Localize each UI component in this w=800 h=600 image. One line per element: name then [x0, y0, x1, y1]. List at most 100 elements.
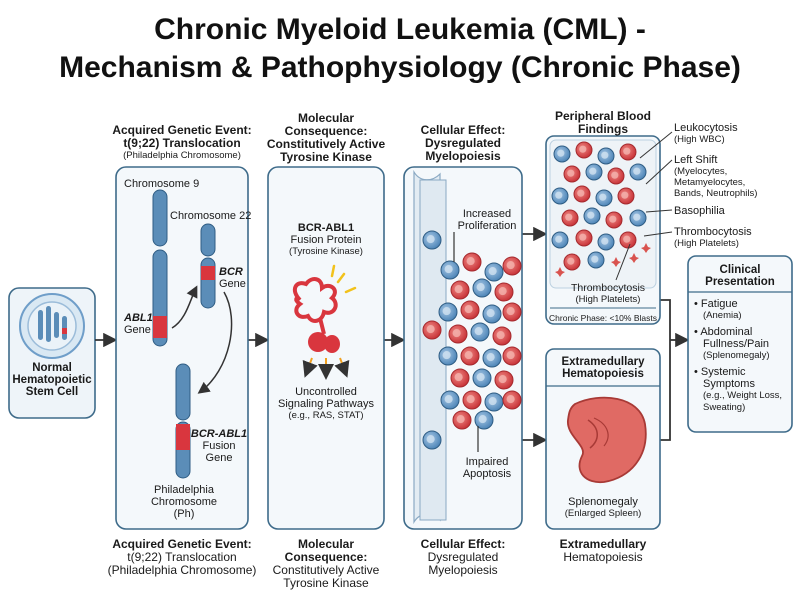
signal-line2: Signaling Pathways	[277, 398, 374, 410]
platelet-icon	[555, 267, 565, 277]
clinical-item-systemic-sub1: (e.g., Weight Loss,	[703, 390, 783, 401]
clinical-item-systemic-2: Symptoms	[703, 378, 755, 390]
cellular-header: Cellular Effect: Dysregulated Myelopoies…	[404, 124, 522, 163]
stem-cell-label-2: Hematopoietic	[12, 374, 92, 386]
extra-header-1: Extramedullary	[561, 356, 645, 368]
spleen-icon	[567, 396, 647, 484]
marrow-cell-nucleus	[496, 331, 505, 340]
signaling-label: Uncontrolled Signaling Pathways (e.g., R…	[268, 386, 384, 421]
finding-pointers	[615, 131, 673, 281]
spleen-label: Splenomegaly (Enlarged Spleen)	[546, 496, 660, 519]
blood-cell-nucleus	[601, 151, 609, 159]
blood-cell-nucleus	[633, 167, 641, 175]
marrow-cell-nucleus	[442, 307, 451, 316]
marrow-cell-nucleus	[488, 397, 497, 406]
clinical-list: • Fatigue (Anemia) • Abdominal Fullness/…	[694, 298, 790, 418]
stem-cell-label-1: Normal	[32, 362, 72, 374]
molecular-header-2: Consequence:	[284, 124, 368, 138]
marrow-cell-nucleus	[464, 305, 473, 314]
extra-footer-2: Hematopoiesis	[563, 550, 643, 564]
marrow-cell-nucleus	[466, 395, 475, 404]
cellular-header-1: Cellular Effect:	[420, 123, 506, 137]
cellular-footer: Cellular Effect: Dysregulated Myelopoies…	[400, 538, 526, 577]
clinical-header-1: Clinical	[719, 264, 761, 276]
finding-leukocytosis: Leukocytosis (High WBC)	[674, 122, 798, 145]
marrow-cell-nucleus	[476, 373, 485, 382]
bcr-gene-text: Gene	[219, 278, 246, 290]
blood-cell-nucleus	[611, 171, 619, 179]
bcr-label: BCR Gene	[219, 266, 246, 290]
marrow-cell-nucleus	[506, 395, 515, 404]
blood-cell-nucleus	[587, 211, 595, 219]
finding-left-shift-sub2: Metamyelocytes,	[674, 177, 746, 188]
finding-thrombocytosis-sub: (High Platelets)	[674, 238, 739, 249]
blood-thrombo-2: (High Platelets)	[575, 294, 641, 305]
chromosome-22-label: Chromosome 22	[170, 210, 252, 222]
page-title-line1: Chronic Myeloid Leukemia (CML) -	[154, 13, 646, 46]
fusion-gene-sub2: Gene	[205, 452, 233, 464]
prolif-line2: Proliferation	[457, 220, 517, 232]
blasts-label: Chronic Phase: <10% Blasts	[549, 313, 657, 323]
blood-cell-nucleus	[601, 237, 609, 245]
apop-line2: Apoptosis	[462, 468, 512, 480]
apop-line1: Impaired	[465, 456, 509, 468]
extramedullary-footer: Extramedullary Hematopoiesis	[536, 538, 670, 564]
blood-cell-nucleus	[579, 233, 587, 241]
stem-cell-label-3: Stem Cell	[25, 386, 79, 398]
marrow-cell-nucleus	[444, 395, 453, 404]
marrow-cell-nucleus	[506, 351, 515, 360]
blood-cell-nucleus	[591, 255, 599, 263]
cellular-footer-1: Cellular Effect:	[420, 537, 506, 551]
platelet-icon	[641, 243, 651, 253]
marrow-cell-nucleus	[476, 283, 485, 292]
translocation-arrow-1	[171, 285, 198, 329]
clinical-header: Clinical Presentation	[688, 264, 792, 288]
marrow-cell-nucleus	[464, 351, 473, 360]
stem-cell-label: Normal Hematopoietic Stem Cell	[10, 362, 94, 398]
genetic-footer-3: (Philadelphia Chromosome)	[107, 563, 257, 577]
blood-cell-nucleus	[577, 189, 585, 197]
marrow-cell-nucleus	[426, 235, 435, 244]
bracket-to-clinical	[660, 299, 671, 441]
platelet-icon	[611, 257, 621, 267]
blood-cell-nucleus	[565, 213, 573, 221]
abl1-label: ABL1 Gene	[124, 312, 153, 336]
blood-thrombo-label: Thrombocytosis (High Platelets)	[560, 282, 656, 305]
genetic-footer-2: t(9;22) Translocation	[127, 550, 237, 564]
genetic-footer-1: Acquired Genetic Event:	[112, 537, 252, 551]
signaling-arrows-icon	[302, 357, 350, 380]
clinical-item-systemic: • Systemic Symptoms (e.g., Weight Loss, …	[694, 366, 790, 414]
finding-thrombocytosis: Thrombocytosis (High Platelets)	[674, 226, 798, 249]
marrow-cell-nucleus	[474, 327, 483, 336]
clinical-header-2: Presentation	[705, 276, 775, 288]
spleen-line1: Splenomegaly	[568, 496, 638, 508]
blood-header-2: Findings	[578, 122, 628, 136]
extra-header-2: Hematopoiesis	[562, 368, 644, 380]
molecular-footer-1: Molecular Consequence:	[284, 537, 368, 564]
molecular-header: Molecular Consequence: Constitutively Ac…	[262, 112, 390, 164]
ph-line2: Chromosome	[150, 496, 218, 508]
marrow-cell-nucleus	[452, 329, 461, 338]
ph-line1: Philadelphia	[154, 484, 214, 496]
blood-cell-nucleus	[609, 215, 617, 223]
genetic-header-1: Acquired Genetic Event:	[112, 123, 252, 137]
molecular-footer-2: Constitutively Active	[272, 563, 380, 577]
prolif-line1: Increased	[462, 208, 512, 220]
clinical-item-systemic-1: Systemic	[700, 366, 746, 378]
molecular-header-3: Constitutively Active	[266, 137, 386, 151]
marrow-cell-nucleus	[426, 435, 435, 444]
cellular-header-2: Dysregulated	[424, 136, 502, 150]
finding-basophilia: Basophilia	[674, 205, 798, 217]
blood-header: Peripheral Blood Findings	[546, 110, 660, 136]
blood-cell-nucleus	[567, 257, 575, 265]
fusion-gene-label: BCR-ABL1 Fusion Gene	[190, 428, 248, 464]
cellular-footer-2: Dysregulated	[427, 550, 499, 564]
finding-leukocytosis-sub: (High WBC)	[674, 134, 725, 145]
spleen-line2: (Enlarged Spleen)	[564, 508, 642, 519]
bone-marrow-icon	[413, 169, 447, 525]
clinical-item-fatigue-sub: (Anemia)	[703, 310, 742, 321]
genetic-header-3: (Philadelphia Chromosome)	[123, 150, 241, 161]
marrow-cell-nucleus	[426, 325, 435, 334]
clinical-item-abdominal-1: Abdominal	[700, 326, 753, 338]
marrow-cell-nucleus	[466, 257, 475, 266]
